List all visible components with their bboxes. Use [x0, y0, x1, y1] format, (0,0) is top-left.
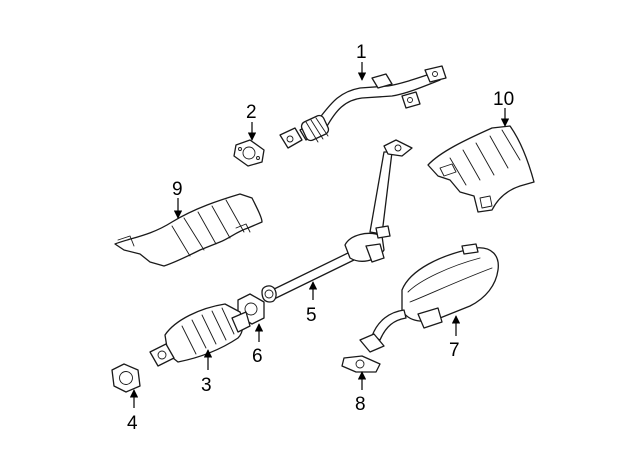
- callout-6: 6: [252, 346, 263, 367]
- callout-9: 9: [172, 179, 183, 200]
- callout-4: 4: [127, 413, 138, 434]
- callout-5: 5: [306, 305, 317, 326]
- part-8-gasket[interactable]: [341, 355, 381, 373]
- callout-2: 2: [246, 102, 257, 123]
- part-2-gasket[interactable]: [233, 139, 265, 167]
- part-7-muffler[interactable]: [359, 243, 499, 353]
- callout-8: 8: [355, 394, 366, 415]
- callout-3: 3: [201, 375, 212, 396]
- part-1-front-pipe[interactable]: [279, 65, 447, 149]
- part-3-catalytic-converter[interactable]: [149, 303, 251, 367]
- callout-7: 7: [449, 340, 460, 361]
- leader-lines: [129, 62, 510, 408]
- callout-1: 1: [356, 42, 367, 63]
- part-10-heat-shield[interactable]: [427, 125, 535, 213]
- part-4-gasket[interactable]: [111, 363, 141, 393]
- part-5-center-pipe[interactable]: [261, 139, 413, 303]
- callout-labels: 1 2 3 4 5 6 7 8 9 10: [127, 42, 514, 434]
- callout-10: 10: [493, 89, 514, 110]
- part-9-heat-shield[interactable]: [114, 193, 263, 267]
